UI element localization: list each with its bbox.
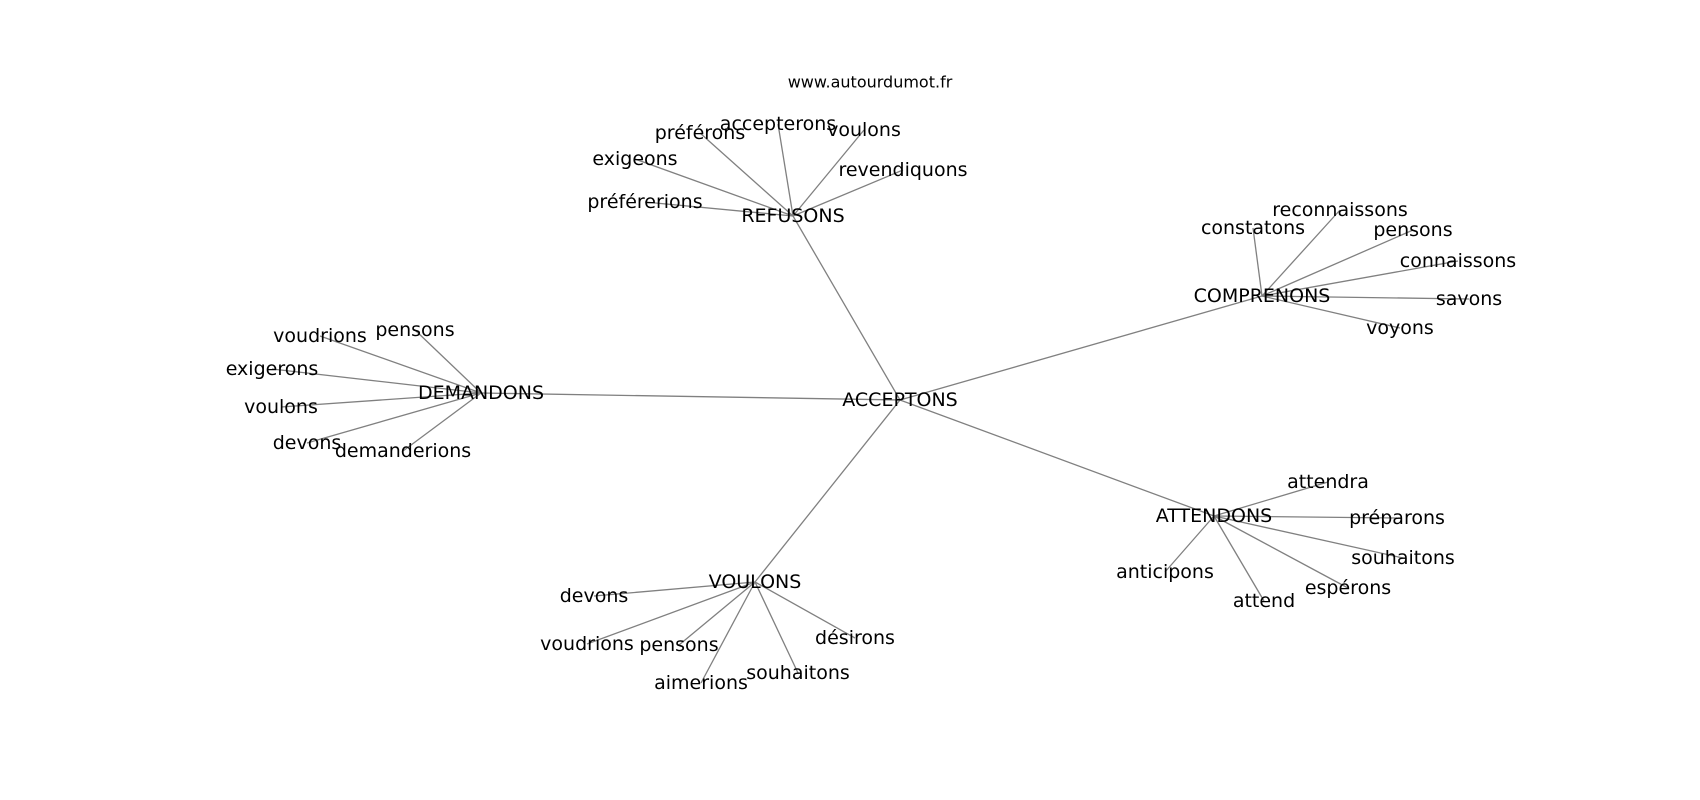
leaf-node[interactable]: aimerions [654,672,748,694]
edge-hub-to-leaf [634,158,794,217]
graph-nodes: ACCEPTONSREFUSONSpréféronsaccepteronsvou… [226,113,1517,694]
leaf-node[interactable]: exigeons [592,148,677,170]
edge-hub-to-leaf [593,581,756,597]
edge-hub-to-leaf [1164,515,1215,573]
edge-hub-to-leaf [754,581,799,674]
leaf-node[interactable]: devons [273,432,342,454]
edge-hub-to-leaf [1261,295,1470,300]
leaf-node[interactable]: demanderions [335,440,471,462]
leaf-node[interactable]: préférerions [587,191,702,213]
edge-hub-to-leaf [306,392,482,444]
edge-hub-to-leaf [699,132,794,217]
edge-center-to-hub [480,392,901,401]
edge-hub-to-leaf [792,169,904,217]
leaf-node[interactable]: voudrions [273,325,367,347]
edge-hub-to-leaf [280,392,482,408]
edge-hub-to-leaf [1213,515,1398,519]
leaf-node[interactable]: connaissons [1400,250,1516,272]
hub-node[interactable]: DEMANDONS [418,382,544,404]
hub-node[interactable]: ATTENDONS [1156,505,1272,527]
leaf-node[interactable]: constatons [1201,217,1305,239]
leaf-node[interactable]: attendra [1287,471,1369,493]
edge-hub-to-leaf [1213,515,1349,589]
leaf-node[interactable]: revendiquons [838,159,967,181]
leaf-node[interactable]: souhaitons [1351,547,1455,569]
leaf-node[interactable]: voyons [1366,317,1434,339]
edge-hub-to-leaf [1213,481,1329,517]
edge-hub-to-leaf [1261,260,1459,297]
center-node[interactable]: ACCEPTONS [842,389,958,411]
edge-hub-to-leaf [1261,295,1401,329]
leaf-node[interactable]: espérons [1305,577,1391,599]
leaf-node[interactable]: préférons [655,122,745,144]
edge-hub-to-leaf [1213,515,1265,602]
leaf-node[interactable]: reconnaissons [1272,199,1408,221]
leaf-node[interactable]: préparons [1349,507,1445,529]
graph-edges [271,123,1470,684]
leaf-node[interactable]: pensons [639,634,718,656]
leaf-node[interactable]: pensons [375,319,454,341]
leaf-node[interactable]: pensons [1373,219,1452,241]
hub-node[interactable]: REFUSONS [741,205,844,227]
credit-text[interactable]: www.autourdumot.fr [788,73,953,92]
edge-center-to-hub [754,399,901,583]
edge-hub-to-leaf [777,123,794,217]
leaf-node[interactable]: souhaitons [746,662,850,684]
leaf-node[interactable]: attend [1233,590,1295,612]
edge-hub-to-leaf [700,581,756,684]
edge-hub-to-leaf [319,335,482,394]
edge-center-to-hub [792,215,901,401]
hub-node[interactable]: VOULONS [709,571,802,593]
edge-hub-to-leaf [1252,227,1263,297]
leaf-node[interactable]: désirons [815,627,895,649]
leaf-node[interactable]: devons [560,585,629,607]
leaf-node[interactable]: voudrions [540,633,634,655]
edge-center-to-hub [899,399,1215,517]
leaf-node[interactable]: accepterons [720,113,836,135]
edge-hub-to-leaf [678,581,756,646]
edge-hub-to-leaf [792,129,865,217]
edge-hub-to-leaf [586,581,756,645]
edge-hub-to-leaf [1261,229,1414,297]
edge-hub-to-leaf [1213,515,1404,559]
leaf-node[interactable]: savons [1436,288,1502,310]
edge-hub-to-leaf [644,201,794,217]
edge-hub-to-leaf [271,368,482,394]
edge-hub-to-leaf [402,392,482,452]
leaf-node[interactable]: exigerons [226,358,319,380]
edge-center-to-hub [899,295,1263,401]
leaf-node[interactable]: voulons [827,119,901,141]
edge-hub-to-leaf [414,329,482,394]
leaf-node[interactable]: anticipons [1116,561,1214,583]
leaf-node[interactable]: voulons [244,396,318,418]
hub-node[interactable]: COMPRENONS [1194,285,1331,307]
edge-hub-to-leaf [1261,209,1341,297]
edge-hub-to-leaf [754,581,856,639]
